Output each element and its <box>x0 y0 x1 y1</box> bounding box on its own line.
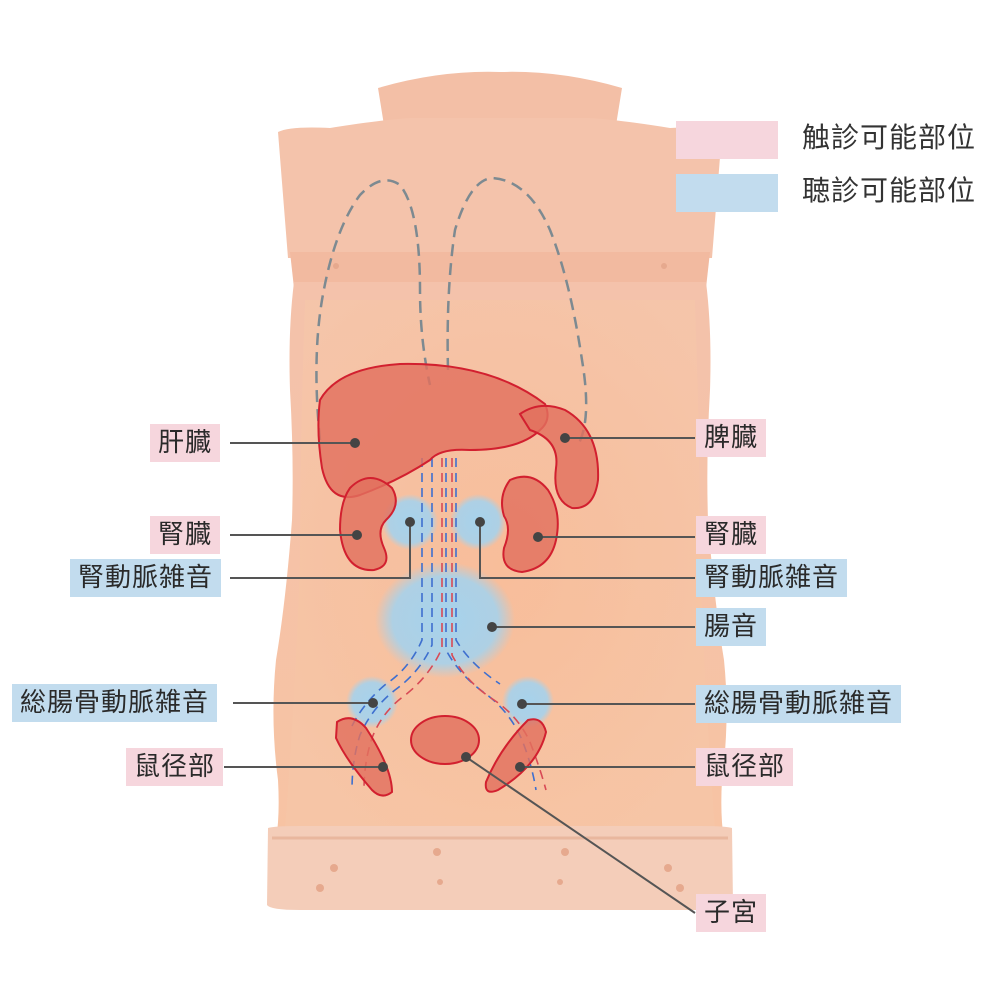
base-screws <box>316 263 684 892</box>
base-plate <box>267 826 733 910</box>
legend-auscultation-label: 聴診可能部位 <box>802 174 977 207</box>
leader-dots <box>350 433 570 772</box>
label-inguinal-left: 鼠径部 <box>126 748 224 786</box>
legend-palpation-label: 触診可能部位 <box>802 121 977 154</box>
iliac-zone-right <box>502 676 554 728</box>
legend-palpation-swatch <box>676 121 778 159</box>
inguinal-left-shape <box>334 717 394 797</box>
label-inguinal-right: 鼠径部 <box>696 748 794 786</box>
label-iliac-bruit-left: 総腸骨動脈雑音 <box>12 684 218 722</box>
upper-chest <box>278 118 722 258</box>
chest-band <box>290 252 710 288</box>
label-kidney-left: 腎臓 <box>150 516 221 554</box>
label-bowel-sounds: 腸音 <box>696 608 767 646</box>
spleen-shape <box>518 404 600 510</box>
kidney-left-shape <box>338 477 397 572</box>
bowel-sound-zone <box>375 562 515 678</box>
label-uterus: 子宮 <box>696 894 767 932</box>
legend-auscultation-swatch <box>676 174 778 212</box>
label-renal-bruit-right: 腎動脈雑音 <box>696 559 848 597</box>
label-renal-bruit-left: 腎動脈雑音 <box>70 559 222 597</box>
lung-outlines <box>315 176 588 446</box>
label-iliac-bruit-right: 総腸骨動脈雑音 <box>696 685 902 723</box>
uterus-shape <box>410 715 480 765</box>
label-spleen: 脾臓 <box>696 419 767 457</box>
liver-shape <box>317 362 549 499</box>
inguinal-right-shape <box>484 718 548 793</box>
organs <box>317 362 600 797</box>
label-liver: 肝臓 <box>150 424 221 462</box>
label-kidney-right: 腎臓 <box>696 516 767 554</box>
kidney-right-shape <box>501 475 559 574</box>
leader-lines <box>224 437 696 914</box>
